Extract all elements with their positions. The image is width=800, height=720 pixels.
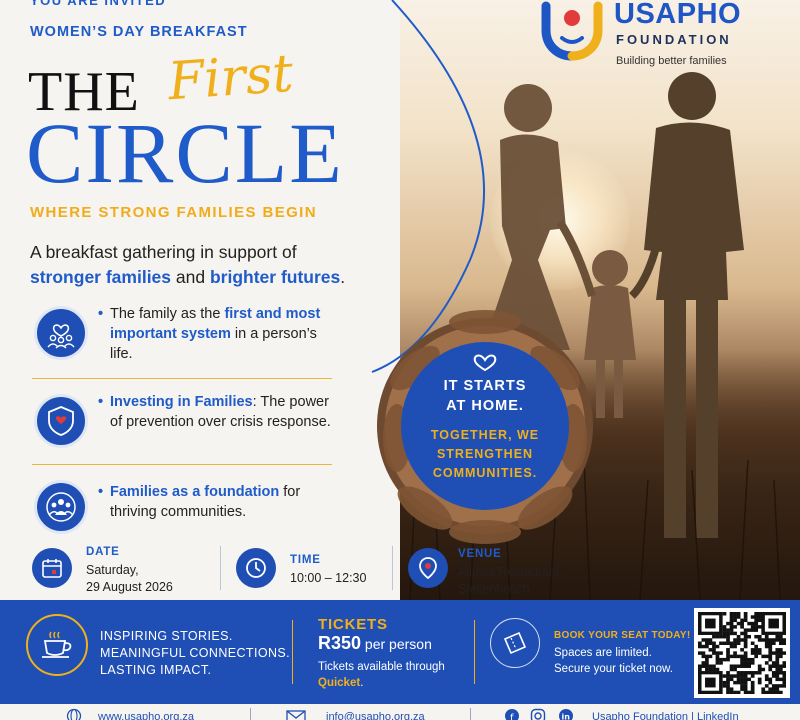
point-text: The family as the [110,306,225,322]
badge-line-gold: STRENGTHEN [436,447,534,461]
social-handle[interactable]: Usapho Foundation | LinkedIn [592,711,739,720]
badge-line-gold: TOGETHER, WE [430,428,540,442]
tickets-note: Tickets available through Quicket. [318,659,445,691]
date-value: Saturday, 29 August 2026 [86,562,173,596]
divider [32,378,332,379]
intro-highlight: stronger families [30,267,172,287]
intro-line: A breakfast gathering in support of [30,242,297,262]
date-line: Saturday, [86,563,139,577]
shield-heart-icon [34,394,88,448]
facebook-icon[interactable]: f [504,708,520,720]
intro-punct: . [340,267,346,287]
price-amount: R350 [318,633,362,653]
email-icon [286,710,306,720]
email-link[interactable]: info@usapho.org.za [326,711,425,720]
venue-line: Alluvia Restaurant, [458,565,563,579]
info-band: INSPIRING STORIES. MEANINGFUL CONNECTION… [0,600,800,704]
venue-line: Stellenbosch [458,582,530,596]
ticket-icon [490,618,540,668]
separator [470,708,471,720]
point-family: •The family as the first and most import… [32,304,332,374]
linkedin-icon[interactable]: in [558,708,574,720]
separator [292,620,293,684]
time-label: TIME [290,554,321,566]
globe-icon [66,708,82,720]
limited-text: Spaces are limited. Secure your ticket n… [554,645,673,677]
intro-highlight: brighter futures [209,267,341,287]
logo-subtitle: FOUNDATION [616,32,732,47]
intro-connector: and [171,267,210,287]
intro-text: A breakfast gathering in support of stro… [30,240,370,290]
ticket-price: R350 per person [318,633,432,654]
venue-label: VENUE [458,548,502,560]
separator [392,546,393,590]
time-value: 10:00 – 12:30 [290,571,367,585]
qr-code[interactable] [694,608,790,698]
title-circle: CIRCLE [26,105,344,201]
calendar-icon [32,548,72,588]
badge-line-white: AT HOME. [446,398,524,414]
date-block: DATE Saturday, 29 August 2026 [30,540,230,598]
logo-mark-icon [541,1,603,61]
inspire-line: INSPIRING STORIES. [100,629,233,643]
time-block: TIME 10:00 – 12:30 [236,540,396,598]
date-label: DATE [86,546,120,558]
badge-line-gold: COMMUNITIES. [432,466,538,480]
website-link[interactable]: www.usapho.org.za [98,711,194,720]
coffee-cup-icon [26,614,88,676]
logo-slogan: Building better families [616,55,727,67]
point-investing: •Investing in Families: The power of pre… [32,392,332,462]
event-details: DATE Saturday, 29 August 2026 TIME 10:00… [30,540,563,598]
separator [220,546,221,590]
qr-pattern [698,612,787,695]
tagline: WHERE STRONG FAMILIES BEGIN [30,204,317,221]
hands-ring [377,310,593,544]
location-pin-icon [408,548,448,588]
point-text: for thriving communities. [110,484,301,520]
quicket-link[interactable]: Quicket [318,677,361,689]
note-punct: . [360,677,364,689]
separator [474,620,475,684]
badge-line-white: IT STARTS [443,378,527,394]
usapho-logo: USAPHO FOUNDATION Building better famili… [540,0,790,70]
clock-icon [236,548,276,588]
point-highlight: Investing in Families [110,394,253,410]
title-the: THE [28,61,140,123]
date-line: 29 August 2026 [86,580,173,594]
point-text: in a person’s life. [110,326,317,362]
family-heart-icon [34,306,88,360]
book-seat-cta: BOOK YOUR SEAT TODAY! [554,630,691,641]
invited-label: YOU ARE INVITED [30,0,167,8]
community-icon [34,480,88,534]
limited-line: Spaces are limited. [554,647,652,659]
venue-value: Alluvia Restaurant, Stellenbosch [458,564,563,598]
inspire-text: INSPIRING STORIES. MEANINGFUL CONNECTION… [100,628,290,679]
limited-line: Secure your ticket now. [554,663,673,675]
svg-text:in: in [562,713,571,720]
note-line: Tickets available through [318,661,445,673]
venue-block: VENUE Alluvia Restaurant, Stellenbosch [408,540,568,598]
price-unit: per person [361,636,432,652]
logo-name: USAPHO [614,0,742,30]
inspire-line: LASTING IMPACT. [100,663,212,677]
title-first: First [166,43,296,113]
inspire-line: MEANINGFUL CONNECTIONS. [100,646,290,660]
point-text: : The power of prevention over crisis re… [110,394,331,430]
point-highlight: first and most important system [110,306,321,342]
divider [32,464,332,465]
point-highlight: Families as a foundation [110,484,280,500]
hands-circle-badge: IT STARTS AT HOME. TOGETHER, WE STRENGTH… [375,308,595,548]
svg-text:f: f [510,713,514,720]
separator [250,708,251,720]
footer: www.usapho.org.za info@usapho.org.za f i… [0,704,800,720]
tickets-title: TICKETS [318,616,388,633]
event-name: WOMEN’S DAY BREAKFAST [30,24,248,40]
instagram-icon[interactable] [530,708,546,720]
point-foundation: •Families as a foundation for thriving c… [32,478,332,548]
